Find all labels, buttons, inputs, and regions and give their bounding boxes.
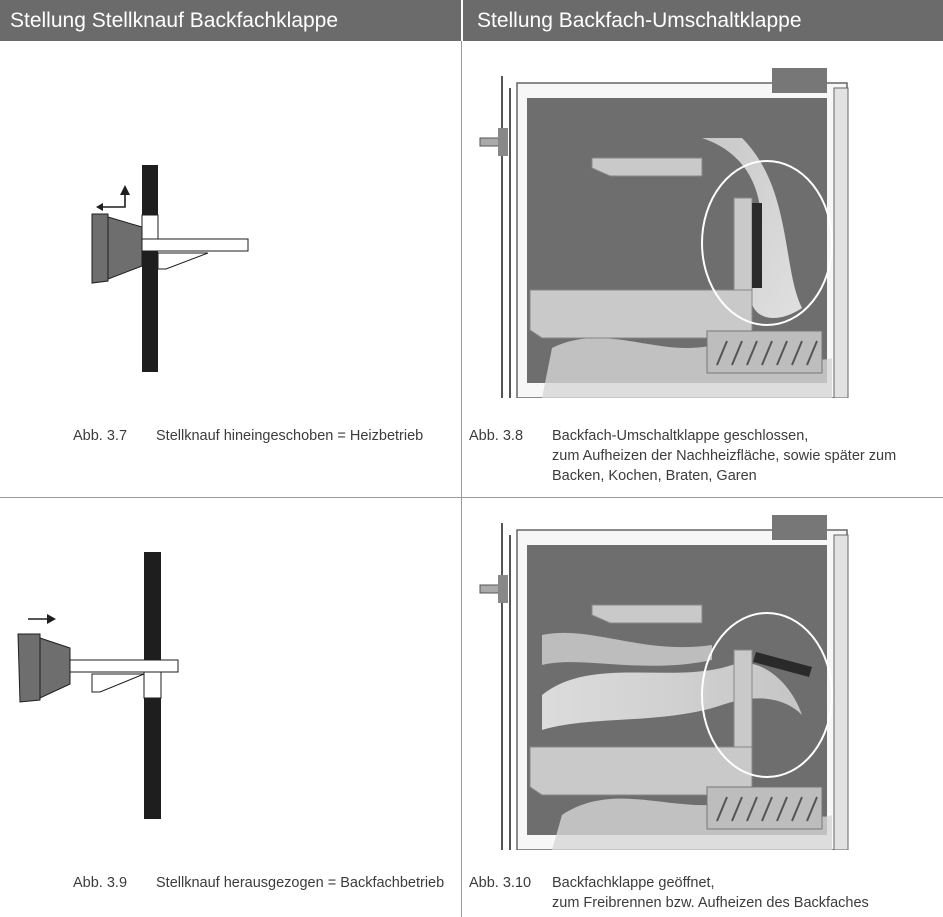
figure-number: Abb. 3.9 bbox=[73, 875, 128, 891]
knob-pulled-out-illustration bbox=[17, 552, 179, 819]
column-divider bbox=[461, 41, 462, 917]
caption-text: Stellknauf hineingeschoben = Heizbetrieb bbox=[156, 426, 423, 446]
caption-text: Stellknauf herausgezogen = Backfachbetri… bbox=[156, 873, 444, 893]
caption-line: Backfachklappe geöffnet, bbox=[552, 875, 715, 891]
figure-number: Abb. 3.8 bbox=[469, 428, 524, 444]
header-right: Stellung Backfach-Umschaltklappe bbox=[463, 0, 943, 41]
header-left: Stellung Stellknauf Backfachklappe bbox=[0, 0, 461, 41]
flap-closed-cross-section bbox=[472, 68, 862, 398]
figure-number: Abb. 3.10 bbox=[469, 875, 532, 891]
figure-number: Abb. 3.7 bbox=[73, 428, 128, 444]
flap-open-cross-section bbox=[472, 515, 862, 850]
caption-text: Backfach-Umschaltklappe geschlossen, zum… bbox=[552, 426, 896, 486]
caption-line: Stellknauf hineingeschoben = Heizbetrieb bbox=[156, 428, 424, 444]
knob-pushed-in-illustration bbox=[91, 165, 249, 372]
caption-line: Backen, Kochen, Braten, Garen bbox=[552, 468, 757, 484]
row-divider bbox=[0, 497, 943, 498]
caption-line: zum Aufheizen der Nachheizfläche, sowie … bbox=[552, 448, 897, 464]
caption-line: Backfach-Umschaltklappe geschlossen, bbox=[552, 428, 809, 444]
caption-line: zum Freibrennen bzw. Aufheizen des Backf… bbox=[552, 895, 869, 911]
caption-text: Backfachklappe geöffnet, zum Freibrennen… bbox=[552, 873, 869, 913]
caption-line: Stellknauf herausgezogen = Backfachbetri… bbox=[156, 875, 445, 891]
